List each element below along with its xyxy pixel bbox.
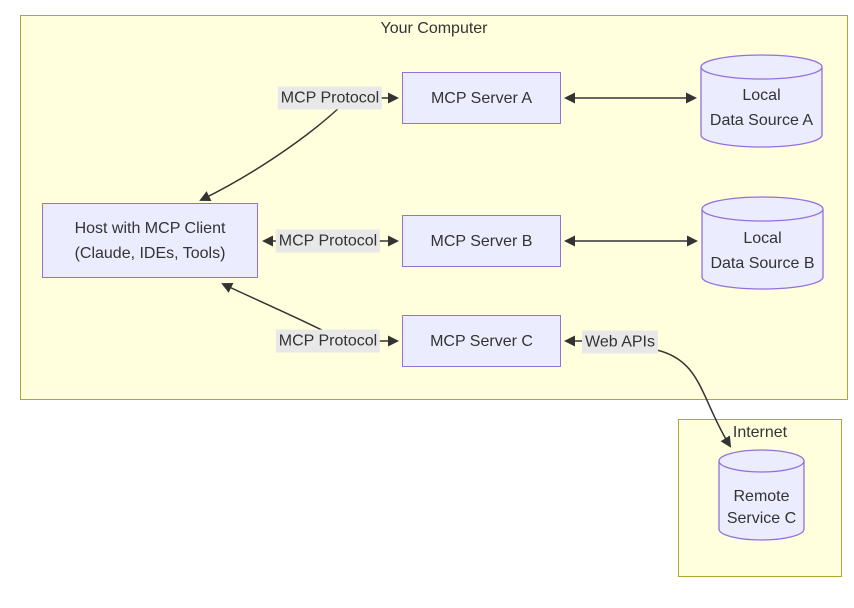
node-mcp-server-a: MCP Server A: [402, 72, 561, 124]
cylinder-local-data-source-b-top: [701, 208, 824, 222]
cylinder-local-data-source-a-top: [700, 66, 823, 80]
source-a-label-line1: Local: [742, 87, 781, 104]
local-data-source-a-label: Local Data Source A: [701, 83, 822, 133]
node-host-with-mcp-client: Host with MCP Client (Claude, IDEs, Tool…: [42, 203, 258, 278]
edge-label-mcp-protocol-c: MCP Protocol: [275, 329, 381, 353]
remote-c-label-line1: Remote: [733, 488, 790, 505]
edge-label-mcp-protocol-b: MCP Protocol: [275, 229, 381, 253]
edge-label-web-apis: Web APIs: [582, 330, 658, 354]
edge-protocol-a-to-host: [199, 106, 341, 201]
server-b-label: MCP Server B: [430, 232, 533, 250]
source-a-label-line2: Data Source A: [709, 112, 814, 129]
host-label-line2: (Claude, IDEs, Tools): [74, 244, 226, 262]
server-c-label: MCP Server C: [430, 332, 533, 350]
edge-web-apis-to-remote-c: [651, 348, 732, 448]
edge-label-mcp-protocol-a: MCP Protocol: [277, 86, 383, 110]
cylinder-remote-service-c-top: [718, 460, 805, 473]
your-computer-cluster-label: Your Computer: [380, 20, 488, 37]
remote-service-c-label: Remote Service C: [719, 486, 804, 530]
cylinder-remote-service-c: [718, 449, 805, 541]
host-label-line1: Host with MCP Client: [74, 219, 226, 237]
local-data-source-b-label: Local Data Source B: [702, 226, 823, 276]
source-b-label-line2: Data Source B: [710, 255, 815, 272]
node-mcp-server-b: MCP Server B: [402, 215, 561, 267]
server-a-label: MCP Server A: [430, 89, 533, 107]
edge-protocol-c-to-host: [221, 282, 331, 335]
internet-cluster-label: Internet: [732, 424, 788, 441]
source-b-label-line1: Local: [743, 230, 782, 247]
remote-c-label-line2: Service C: [726, 510, 797, 527]
node-mcp-server-c: MCP Server C: [402, 315, 561, 367]
